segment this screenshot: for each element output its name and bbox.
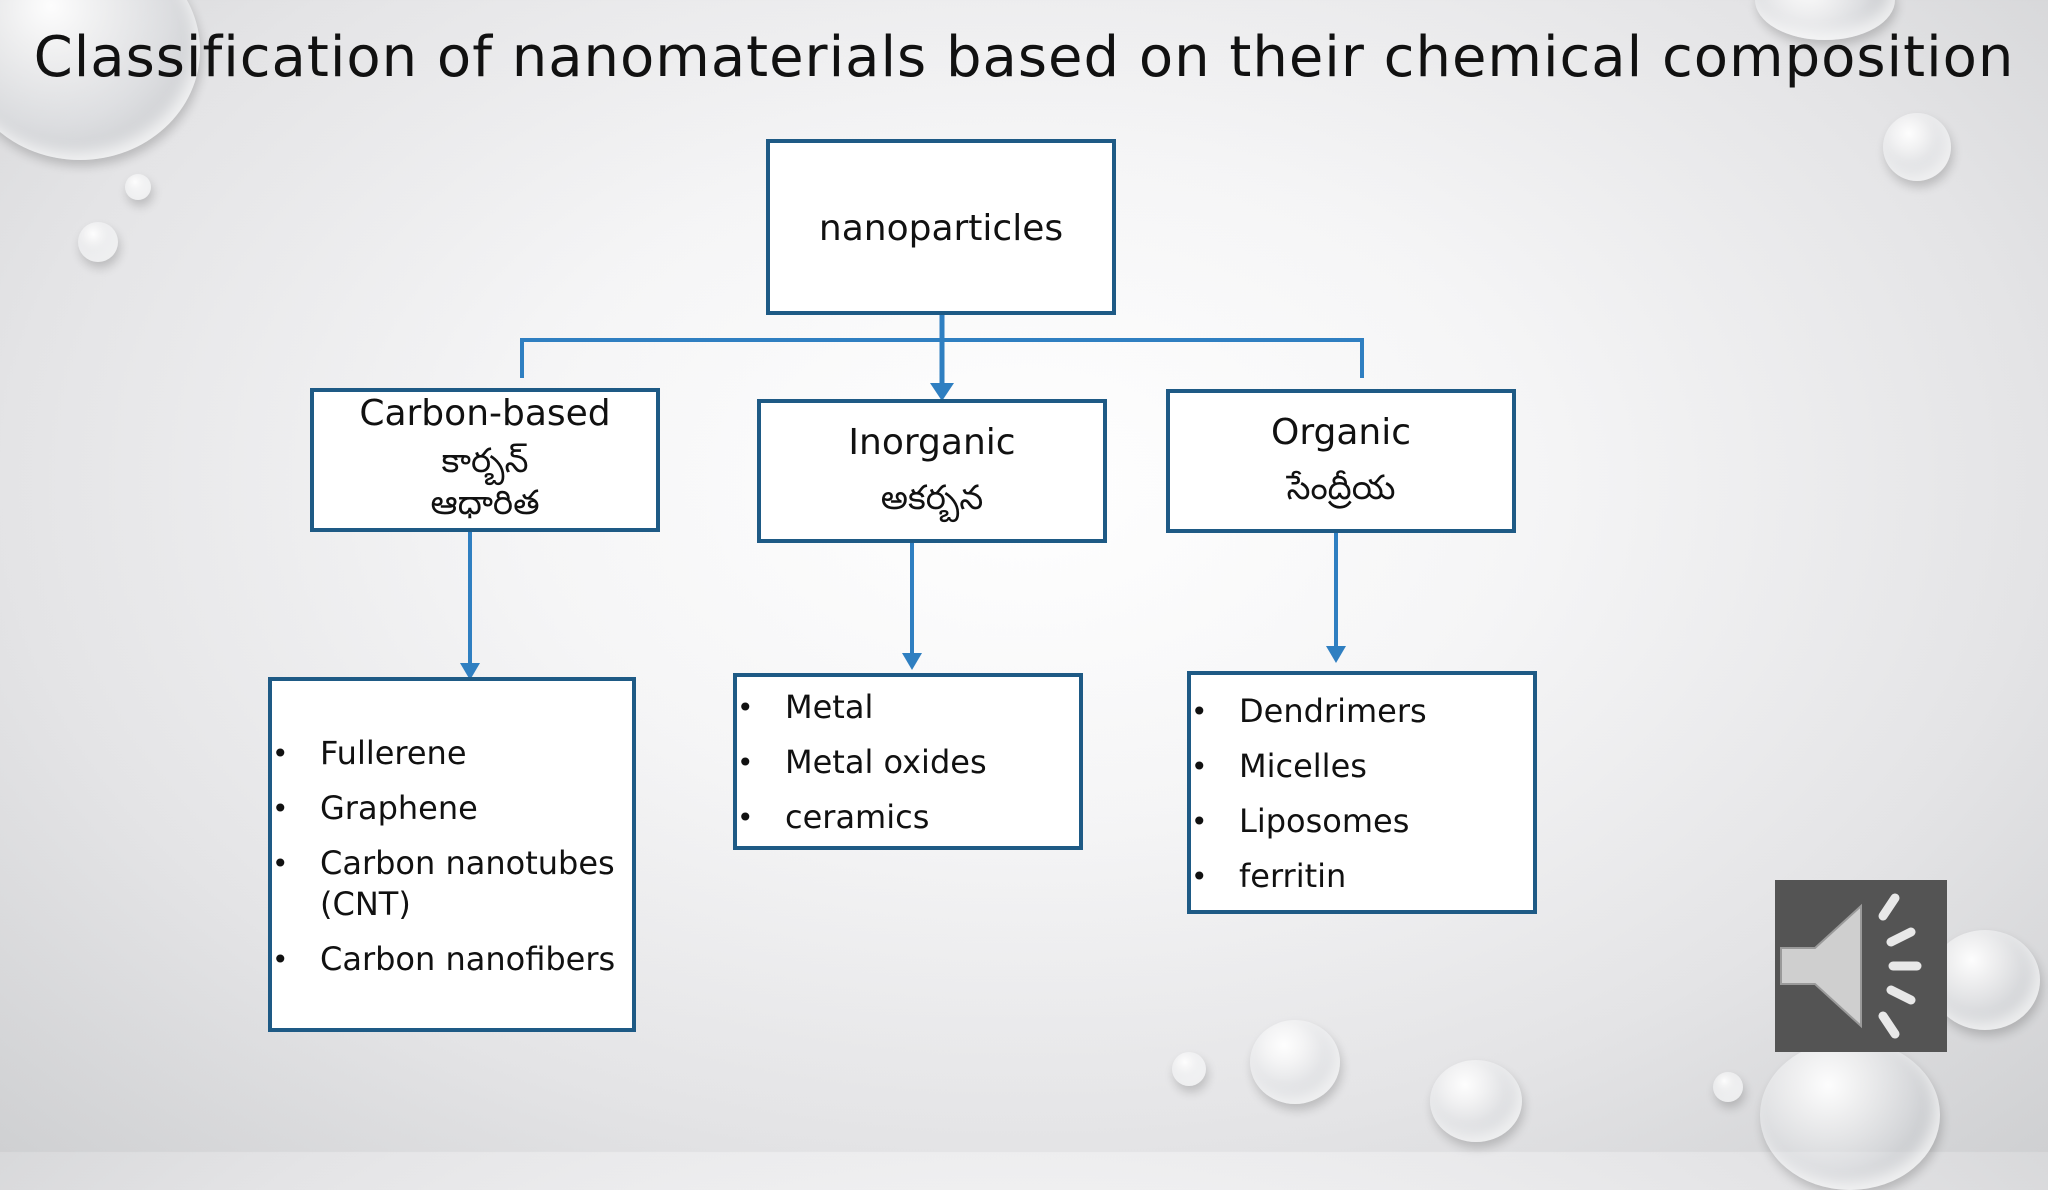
- bullet: •: [737, 746, 754, 779]
- list-item: • ceramics: [737, 797, 1079, 838]
- decorative-drop: [1713, 1072, 1743, 1102]
- decorative-drop: [125, 174, 151, 200]
- list-item-text: Carbon nanotubes (CNT): [320, 844, 615, 923]
- root-node: nanoparticles: [766, 139, 1116, 315]
- item-list-inorganic: • Metal • Metal oxides • ceramics: [733, 673, 1083, 850]
- list-item-text: Carbon nanofibers: [320, 940, 616, 978]
- decorative-drop: [1883, 113, 1951, 181]
- list-item-text: ferritin: [1239, 857, 1347, 895]
- list-item: • Liposomes: [1191, 801, 1533, 842]
- list-item-text: Liposomes: [1239, 802, 1410, 840]
- list-item: • Fullerene: [272, 733, 632, 774]
- list-item: • Metal oxides: [737, 742, 1079, 783]
- bullet: •: [1191, 860, 1208, 893]
- arrowhead: [930, 383, 954, 401]
- branch-line-left: [520, 338, 942, 378]
- list-item-text: Metal: [785, 688, 874, 726]
- item-list-organic: • Dendrimers • Micelles • Liposomes • ferrit…: [1187, 671, 1537, 914]
- decorative-drop: [1250, 1020, 1340, 1104]
- category-telugu-label: సేంద్రీయ: [1286, 468, 1396, 508]
- bullet: •: [272, 943, 289, 976]
- bullet: •: [272, 737, 289, 770]
- bullet: •: [737, 691, 754, 724]
- category-telugu-label: కార్బన్: [441, 441, 529, 481]
- root-node-label: nanoparticles: [818, 208, 1064, 249]
- decorative-drop: [1430, 1060, 1522, 1142]
- category-telugu-label: అకర్బన: [880, 478, 984, 518]
- list-item-text: Micelles: [1239, 747, 1367, 785]
- branch-line-right: [942, 338, 1364, 378]
- list-item: • Graphene: [272, 788, 632, 829]
- list-item: • Carbon nanotubes (CNT): [272, 843, 632, 925]
- list-item: • Metal: [737, 687, 1079, 728]
- list-item: • ferritin: [1191, 856, 1533, 897]
- category-node-inorganic: Inorganic అకర్బన: [757, 399, 1107, 543]
- bullet: •: [1191, 695, 1208, 728]
- arrowhead: [1326, 646, 1346, 663]
- list-item-text: Fullerene: [320, 734, 467, 772]
- decorative-drop: [1930, 930, 2040, 1030]
- bullet: •: [1191, 750, 1208, 783]
- list-item-text: ceramics: [785, 798, 930, 836]
- category-label: Organic: [1270, 412, 1412, 453]
- category-label: Inorganic: [848, 422, 1016, 463]
- category-telugu-label: ఆధారిత: [430, 483, 540, 523]
- bullet: •: [737, 801, 754, 834]
- bullet: •: [1191, 805, 1208, 838]
- category-label: Carbon-based: [359, 393, 611, 434]
- arrowhead: [902, 653, 922, 670]
- category-node-carbon-based: Carbon-based కార్బన్ ఆధారిత: [310, 388, 660, 532]
- arrowhead: [460, 663, 480, 680]
- list-item: • Carbon nanofibers: [272, 939, 632, 980]
- list-item-text: Metal oxides: [785, 743, 987, 781]
- list-item: • Dendrimers: [1191, 691, 1533, 732]
- list-item: • Micelles: [1191, 746, 1533, 787]
- decorative-drop: [78, 222, 118, 262]
- item-list-carbon-based: • Fullerene • Graphene • Carbon nanotubes (…: [268, 677, 636, 1032]
- connector-lines: [460, 313, 1364, 680]
- decorative-drop: [1172, 1052, 1206, 1086]
- speaker-icon: [1780, 893, 1922, 1039]
- bullet: •: [272, 847, 289, 880]
- slide-title: Classification of nanomaterials based on…: [33, 25, 2015, 90]
- list-item-text: Dendrimers: [1239, 692, 1427, 730]
- category-node-organic: Organic సేంద్రీయ: [1166, 389, 1516, 533]
- list-item-text: Graphene: [320, 789, 478, 827]
- bullet: •: [272, 792, 289, 825]
- audio-play-button[interactable]: [1775, 880, 1947, 1052]
